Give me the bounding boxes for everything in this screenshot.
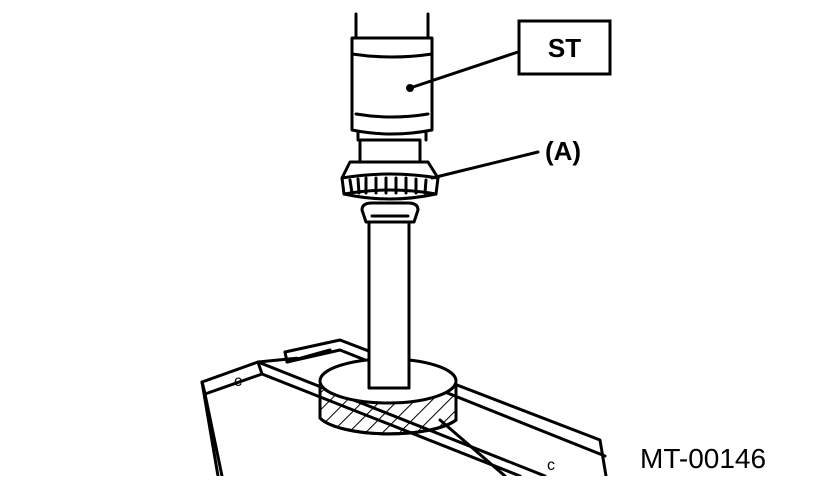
st-label-box	[517, 19, 612, 76]
leader-st	[408, 50, 520, 90]
bearing-label: (A)	[545, 136, 581, 166]
rail-mark-left: c	[234, 373, 242, 390]
rail-mark-right: c	[547, 457, 555, 474]
shaft	[360, 201, 420, 390]
leader-a	[430, 150, 540, 180]
tapered-roller-bearing	[340, 138, 440, 201]
special-tool	[350, 12, 434, 142]
figure-id: MT-00146	[640, 443, 766, 474]
st-label: ST	[548, 33, 581, 63]
leader-dot	[406, 84, 414, 92]
